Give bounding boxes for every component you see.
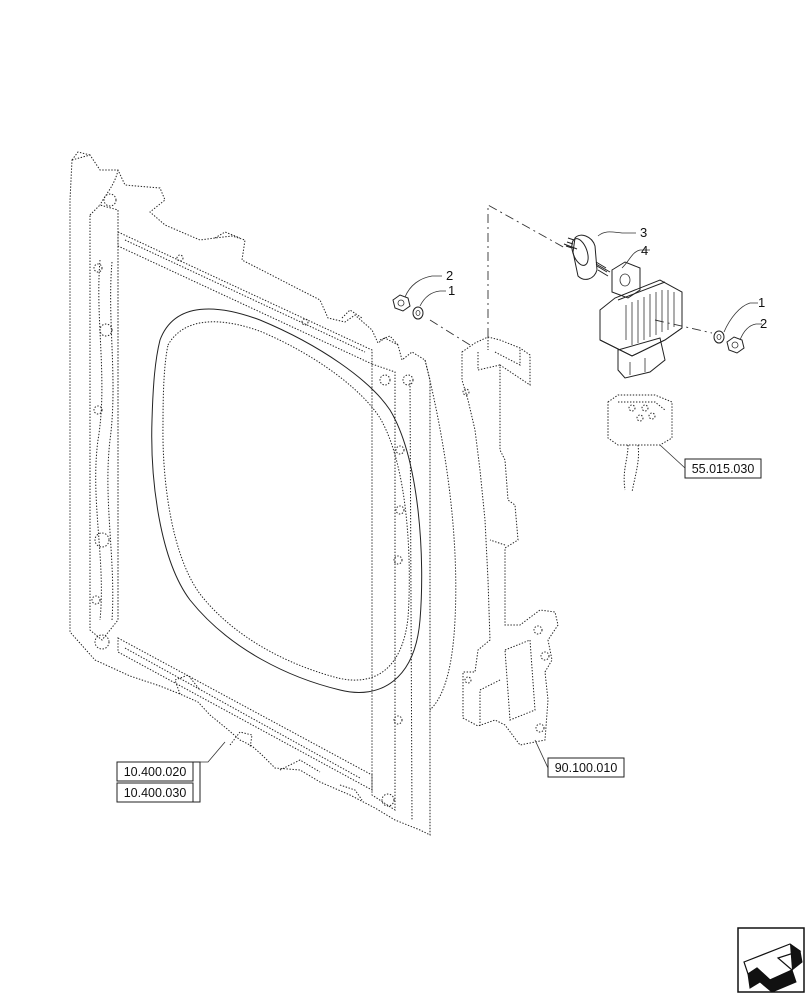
- callout-mount: 3: [640, 225, 647, 240]
- ref-label-10-400-030: 10.400.030: [124, 786, 187, 800]
- callout-right-washer: 1: [758, 295, 765, 310]
- relay-module: [599, 261, 683, 379]
- next-page-arrow-icon[interactable]: [737, 927, 805, 993]
- fan-shroud-frame: [69, 151, 457, 836]
- ref-box-10-400-030[interactable]: 10.400.030: [116, 782, 194, 803]
- harness-connector: [607, 394, 673, 493]
- ref-box-55-015-030[interactable]: 55.015.030: [684, 458, 762, 479]
- right-washer: [713, 330, 725, 344]
- left-washer: [412, 306, 424, 320]
- callout-right-nut: 2: [760, 316, 767, 331]
- callout-left-nut: 2: [446, 268, 453, 283]
- mounting-bracket: [461, 336, 559, 746]
- ref-label-90-100-010: 90.100.010: [555, 761, 618, 775]
- ref-box-10-400-020[interactable]: 10.400.020: [116, 761, 194, 782]
- ref-group-bracket: [193, 761, 201, 803]
- callout-left-washer: 1: [448, 283, 455, 298]
- callout-leaders: [200, 231, 762, 769]
- left-nut: [392, 294, 411, 312]
- rubber-mount: [563, 234, 611, 280]
- right-nut: [726, 336, 745, 354]
- ref-box-90-100-010[interactable]: 90.100.010: [547, 757, 625, 778]
- ref-label-10-400-020: 10.400.020: [124, 765, 187, 779]
- alignment-lines: [429, 204, 713, 346]
- ref-label-55-015-030: 55.015.030: [692, 462, 755, 476]
- callout-relay: 4: [641, 243, 648, 258]
